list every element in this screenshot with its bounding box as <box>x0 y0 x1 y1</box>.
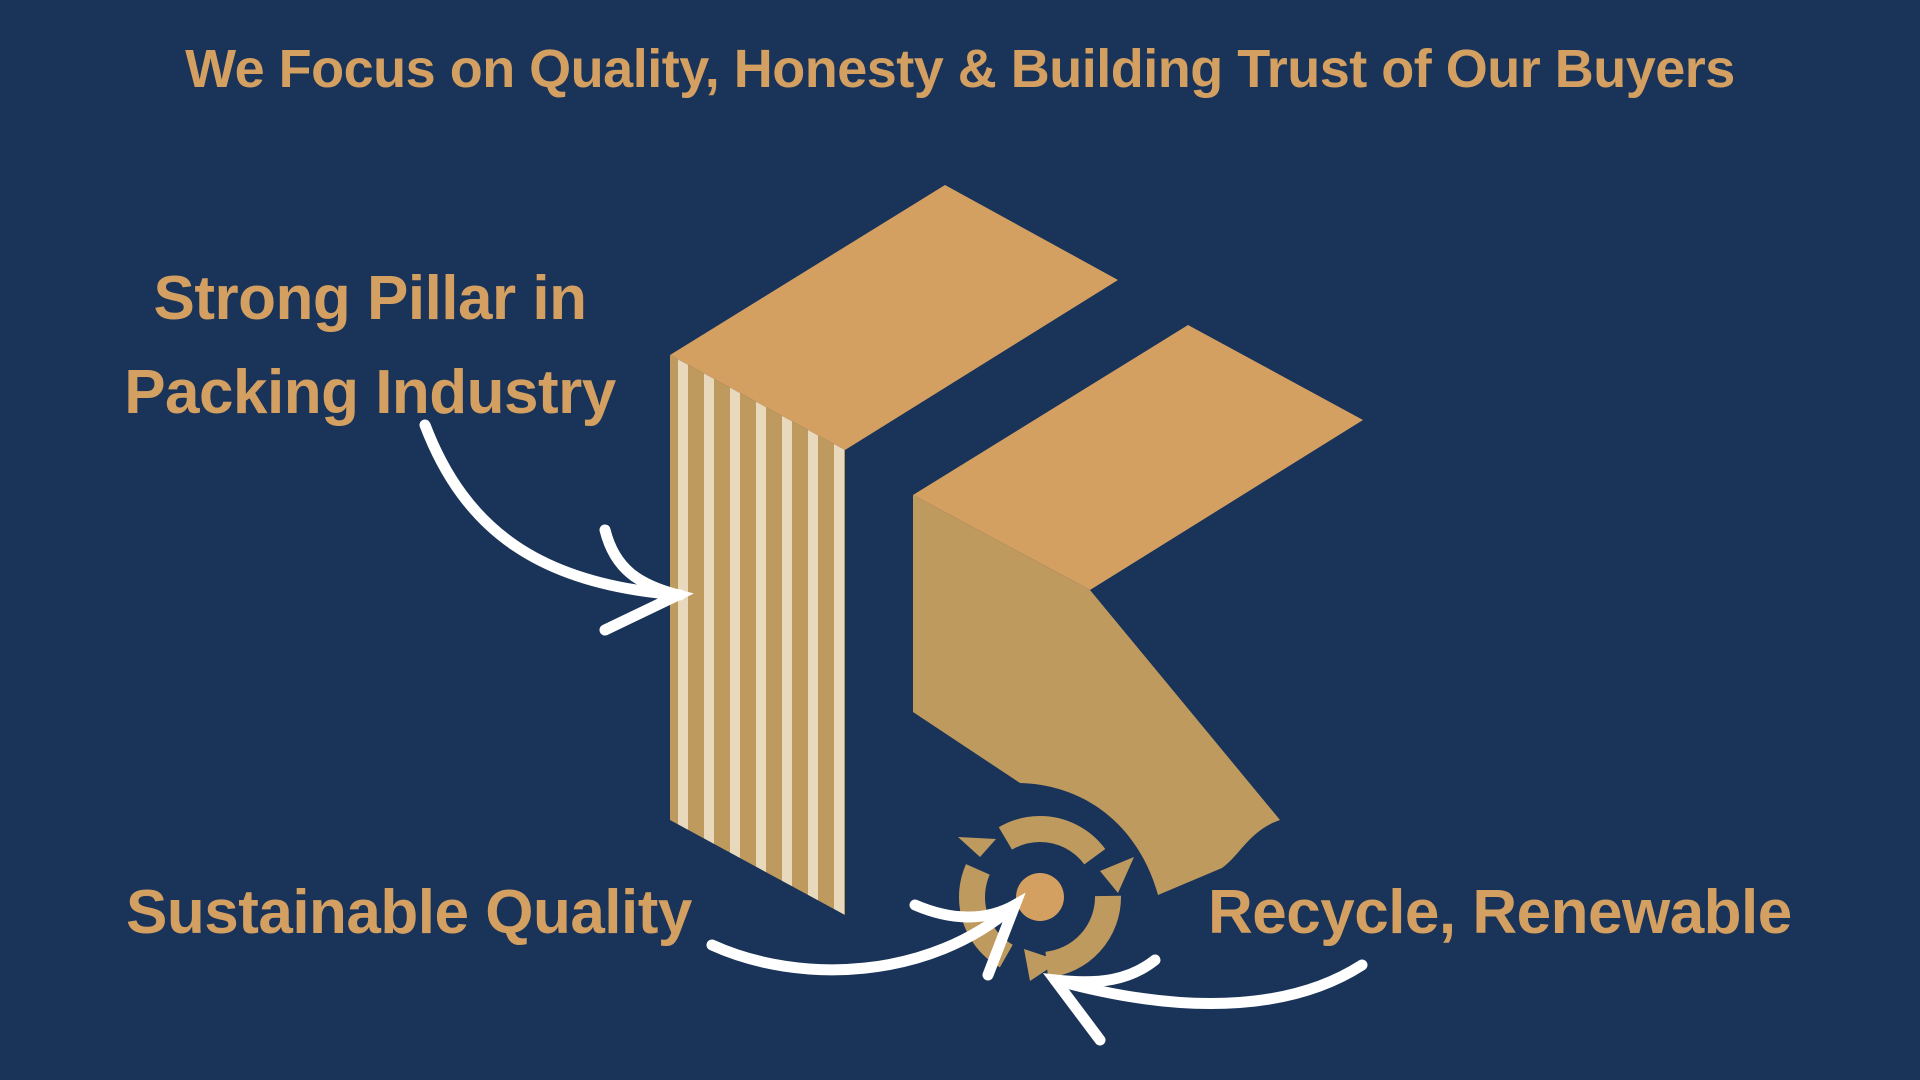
arrow-to-pillar <box>419 419 686 601</box>
callout-strong-pillar: Strong Pillar in Packing Industry <box>110 252 630 440</box>
callout-strong-pillar-line1: Strong Pillar in <box>153 264 587 333</box>
block-side-face <box>913 495 1280 895</box>
callout-sustainable-quality: Sustainable Quality <box>126 878 692 947</box>
page-title: We Focus on Quality, Honesty & Building … <box>185 39 1735 99</box>
corrugated-side-icon <box>670 355 845 915</box>
arrow-icon <box>419 419 1368 1046</box>
block-top-face <box>913 325 1363 590</box>
arrow-to-recycle-from-left <box>706 899 1021 976</box>
arrow-to-recycle-from-right <box>1049 959 1368 1010</box>
box-logo-icon <box>670 185 1363 915</box>
callout-strong-pillar-line2: Packing Industry <box>124 358 616 427</box>
recycle-icon <box>958 816 1134 981</box>
callout-recycle-renewable: Recycle, Renewable <box>1208 878 1792 947</box>
pillar-top-face <box>670 185 1118 450</box>
